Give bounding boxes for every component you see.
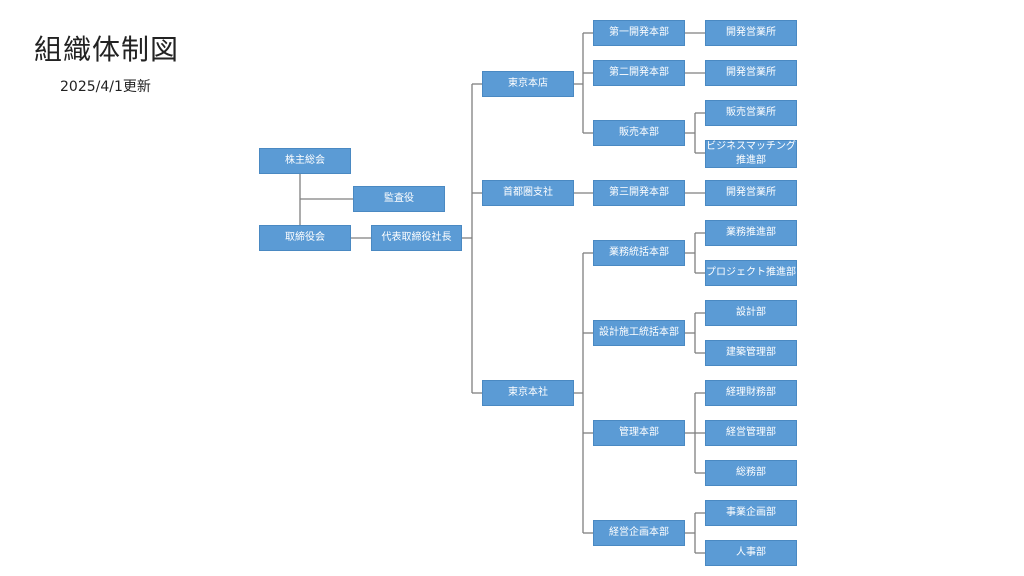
- node-dev-division-3: 第三開発本部: [593, 180, 685, 206]
- node-sales-office: 販売営業所: [705, 100, 797, 126]
- node-administration-division: 管理本部: [593, 420, 685, 446]
- node-auditor: 監査役: [353, 186, 445, 212]
- page-title: 組織体制図: [34, 33, 180, 66]
- node-human-resources-dept: 人事部: [705, 540, 797, 566]
- node-sales-division: 販売本部: [593, 120, 685, 146]
- node-dev-division-1: 第一開発本部: [593, 20, 685, 46]
- node-dev-division-2: 第二開発本部: [593, 60, 685, 86]
- node-shareholders-meeting: 株主総会: [259, 148, 351, 174]
- node-dev-sales-office-2: 開発営業所: [705, 60, 797, 86]
- node-business-management-dept: 経営管理部: [705, 420, 797, 446]
- update-date: 2025/4/1更新: [60, 79, 151, 95]
- node-president: 代表取締役社長: [371, 225, 462, 251]
- node-metropolitan-branch: 首都圏支社: [482, 180, 574, 206]
- node-construction-management-dept: 建築管理部: [705, 340, 797, 366]
- node-design-construction-division: 設計施工統括本部: [593, 320, 685, 346]
- node-board-of-directors: 取締役会: [259, 225, 351, 251]
- node-tokyo-main-store: 東京本店: [482, 71, 574, 97]
- node-corporate-planning-division: 経営企画本部: [593, 520, 685, 546]
- node-business-planning-dept: 事業企画部: [705, 500, 797, 526]
- node-business-matching-dept: ビジネスマッチング推進部: [705, 140, 797, 168]
- node-accounting-finance-dept: 経理財務部: [705, 380, 797, 406]
- node-operations-promotion-dept: 業務推進部: [705, 220, 797, 246]
- node-operations-division: 業務統括本部: [593, 240, 685, 266]
- node-project-promotion-dept: プロジェクト推進部: [705, 260, 797, 286]
- node-general-affairs-dept: 総務部: [705, 460, 797, 486]
- node-tokyo-head-office: 東京本社: [482, 380, 574, 406]
- node-dev-sales-office-3: 開発営業所: [705, 180, 797, 206]
- node-design-dept: 設計部: [705, 300, 797, 326]
- node-dev-sales-office-1: 開発営業所: [705, 20, 797, 46]
